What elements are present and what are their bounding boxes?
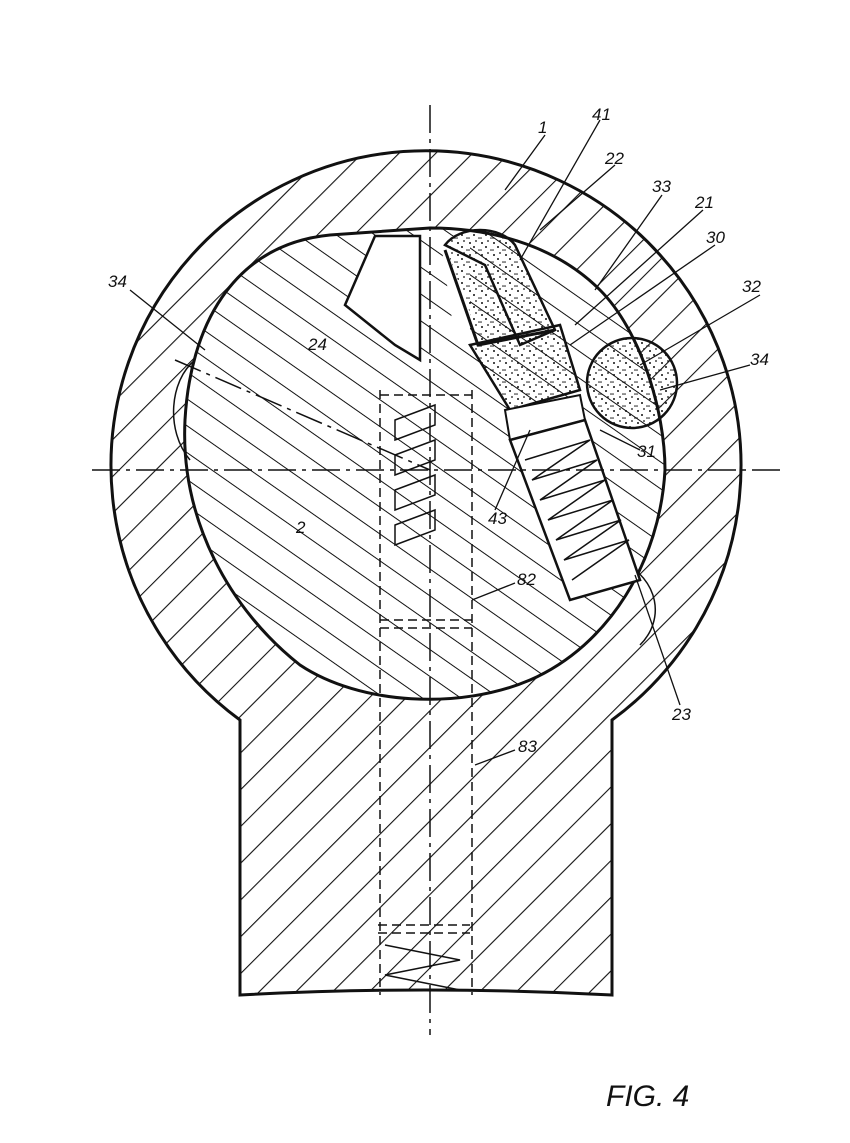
leader-lines <box>129 119 761 766</box>
label-24: 24 <box>307 335 327 354</box>
label-33: 33 <box>652 177 671 196</box>
label-32: 32 <box>742 277 761 296</box>
ball-32 <box>585 336 679 430</box>
label-2: 2 <box>295 518 306 537</box>
label-34-left: 34 <box>108 272 127 291</box>
figure-caption: FIG. 4 <box>606 1080 689 1113</box>
label-31: 31 <box>637 442 656 461</box>
center-lines <box>92 105 785 1035</box>
label-1: 1 <box>538 118 547 137</box>
label-83: 83 <box>518 737 537 756</box>
label-82: 82 <box>517 570 536 589</box>
label-22: 22 <box>604 149 624 168</box>
pin-41 <box>443 228 587 442</box>
threaded-bore <box>378 390 473 995</box>
label-34-right: 34 <box>750 350 769 369</box>
reference-labels: 1 41 22 33 21 30 32 34 34 24 2 31 43 82 … <box>108 105 769 756</box>
label-43: 43 <box>488 509 507 528</box>
label-30: 30 <box>706 228 725 247</box>
label-21: 21 <box>694 193 714 212</box>
spring-23 <box>508 418 642 602</box>
label-23: 23 <box>671 705 691 724</box>
label-41: 41 <box>592 105 611 124</box>
